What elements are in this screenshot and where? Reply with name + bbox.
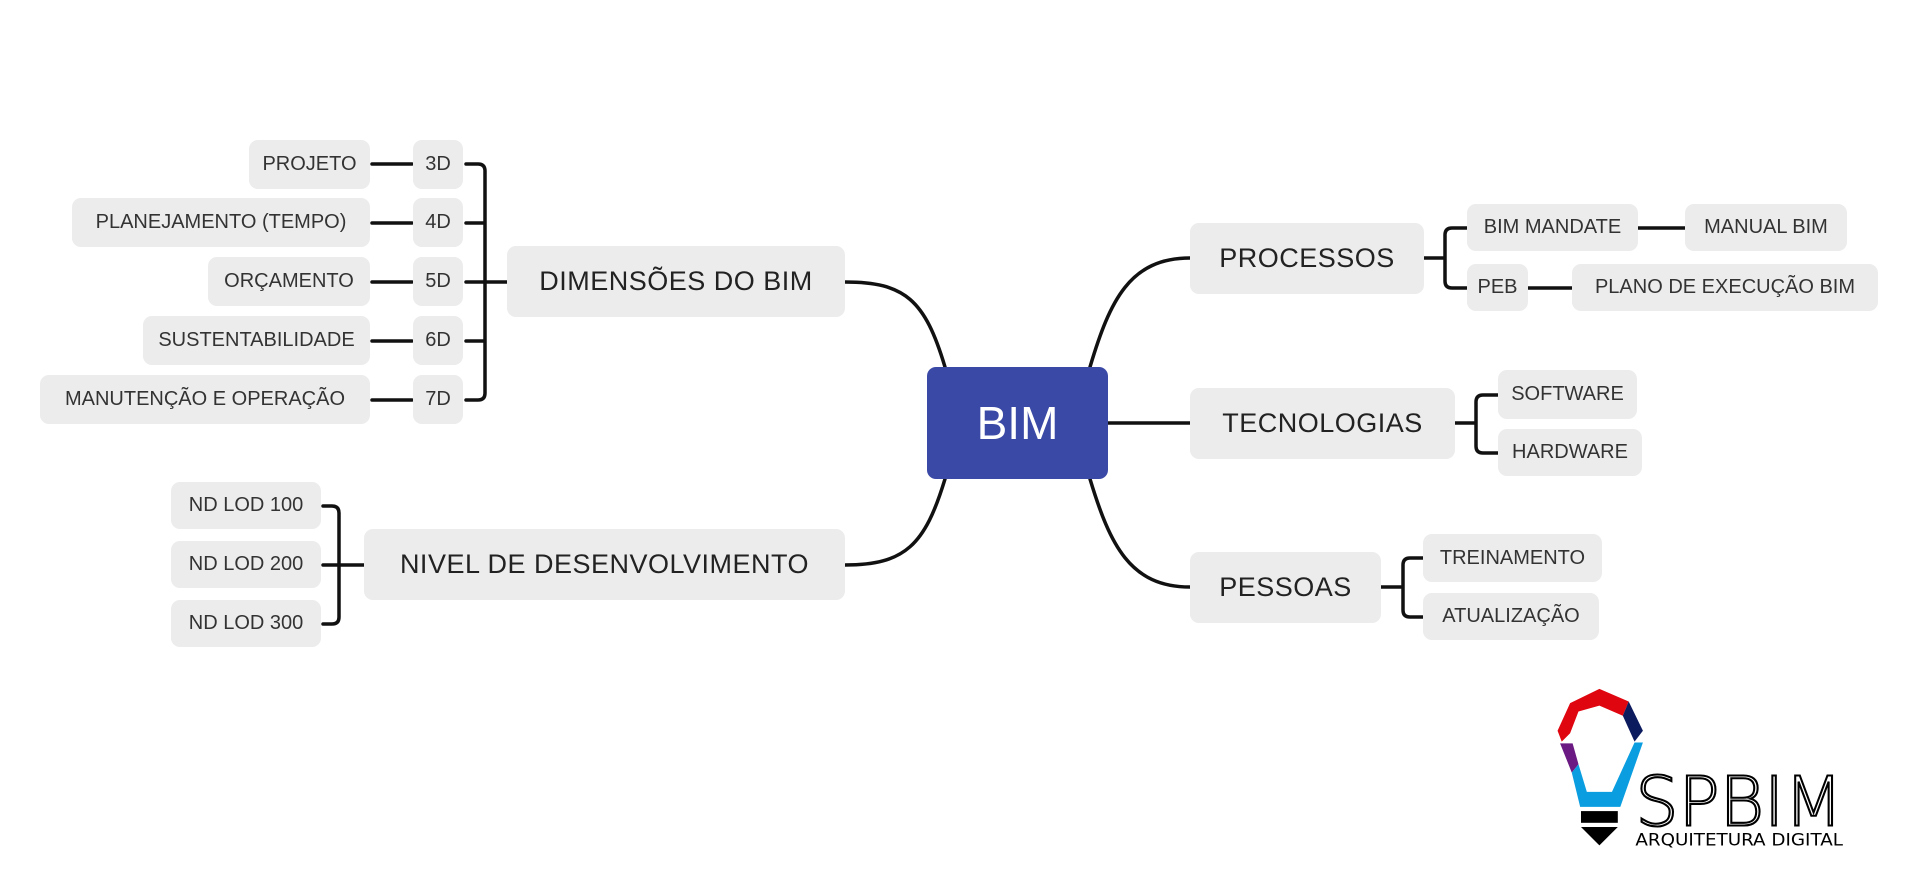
node-pessoas[interactable]: PESSOAS bbox=[1190, 552, 1381, 623]
bracket-processos bbox=[1422, 226, 1687, 290]
dim-links bbox=[370, 162, 414, 402]
lightbulb-icon bbox=[1557, 688, 1643, 846]
node-6d[interactable]: 6D bbox=[413, 316, 463, 365]
node-sustentabilidade[interactable]: SUSTENTABILIDADE bbox=[143, 316, 370, 365]
node-lod-200[interactable]: ND LOD 200 bbox=[171, 541, 321, 588]
node-peb[interactable]: PEB bbox=[1467, 264, 1528, 311]
node-planejamento[interactable]: PLANEJAMENTO (TEMPO) bbox=[72, 198, 370, 247]
node-bim-mandate[interactable]: BIM MANDATE bbox=[1467, 204, 1638, 251]
node-plano-execucao-bim[interactable]: PLANO DE EXECUÇÃO BIM bbox=[1572, 264, 1878, 311]
node-4d[interactable]: 4D bbox=[413, 198, 463, 247]
root-node-bim[interactable]: BIM bbox=[927, 367, 1108, 479]
node-projeto[interactable]: PROJETO bbox=[249, 140, 370, 189]
node-treinamento[interactable]: TREINAMENTO bbox=[1423, 534, 1602, 582]
node-tecnologias[interactable]: TECNOLOGIAS bbox=[1190, 388, 1455, 459]
node-lod-100[interactable]: ND LOD 100 bbox=[171, 482, 321, 529]
bracket-tecnologias bbox=[1453, 393, 1500, 455]
node-software[interactable]: SOFTWARE bbox=[1498, 370, 1637, 419]
link-processos bbox=[1088, 256, 1192, 369]
bracket-pessoas bbox=[1379, 556, 1425, 619]
node-3d[interactable]: 3D bbox=[413, 140, 463, 189]
node-7d[interactable]: 7D bbox=[413, 375, 463, 424]
link-dimensoes bbox=[843, 280, 947, 369]
node-5d[interactable]: 5D bbox=[413, 257, 463, 306]
bracket-dimensoes bbox=[464, 162, 509, 402]
node-processos[interactable]: PROCESSOS bbox=[1190, 223, 1424, 294]
node-manutencao[interactable]: MANUTENÇÃO E OPERAÇÃO bbox=[40, 375, 370, 424]
logo-tagline: ARQUITETURA DIGITAL bbox=[1635, 829, 1843, 849]
node-orcamento[interactable]: ORÇAMENTO bbox=[208, 257, 370, 306]
spbim-logo: SPBIM ARQUITETURA DIGITAL bbox=[1557, 688, 1844, 849]
node-atualizacao[interactable]: ATUALIZAÇÃO bbox=[1423, 593, 1599, 640]
link-nivel bbox=[843, 477, 947, 567]
node-hardware[interactable]: HARDWARE bbox=[1498, 429, 1642, 476]
logo-wordmark: SPBIM bbox=[1635, 762, 1843, 842]
node-lod-300[interactable]: ND LOD 300 bbox=[171, 600, 321, 647]
node-nivel-de-desenvolvimento[interactable]: NIVEL DE DESENVOLVIMENTO bbox=[364, 529, 845, 600]
node-manual-bim[interactable]: MANUAL BIM bbox=[1685, 204, 1847, 251]
bracket-nivel bbox=[321, 504, 366, 626]
node-dimensoes-do-bim[interactable]: DIMENSÕES DO BIM bbox=[507, 246, 845, 317]
link-pessoas bbox=[1088, 477, 1192, 589]
